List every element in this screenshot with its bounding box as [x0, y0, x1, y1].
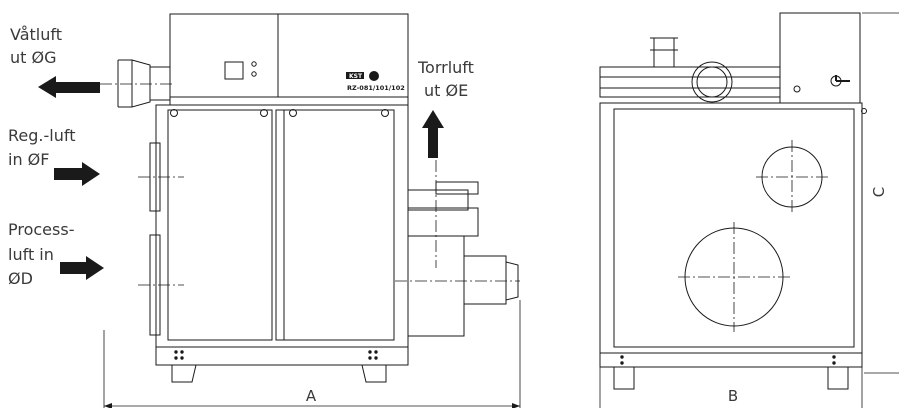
- wet-air-out-arrow-icon: [38, 76, 100, 98]
- top-outlet: [653, 37, 675, 68]
- blower-section: [407, 181, 519, 337]
- screw-icon: [381, 109, 389, 117]
- dimension-a-label: A: [306, 387, 317, 405]
- dimension-b-label: B: [728, 387, 738, 405]
- wet-air-label-line1: Våtluft: [10, 25, 62, 44]
- side-control-box: [779, 12, 861, 104]
- dimension-a: [103, 300, 521, 408]
- wet-air-outlet: [117, 59, 171, 108]
- model-plate: KST RZ-081/101/102: [346, 71, 405, 92]
- dry-air-out-arrow-icon: [422, 110, 444, 158]
- dry-air-label-line1: Torrluft: [418, 58, 474, 77]
- dimension-c: [862, 12, 899, 374]
- reg-air-label-line1: Reg.-luft: [8, 126, 76, 145]
- outlet-pipe: [691, 61, 733, 103]
- reg-air-in-arrow-icon: [54, 162, 100, 186]
- process-air-label-line1: Process-: [8, 220, 75, 239]
- model-plate-model: RZ-081/101/102: [347, 84, 405, 92]
- centre-lines: [100, 83, 520, 286]
- model-plate-brand: KST: [349, 73, 363, 80]
- indicator-led-icon: [251, 61, 257, 67]
- reg-air-label-line2: in ØF: [8, 150, 50, 169]
- foot: [171, 364, 197, 383]
- control-display: [224, 61, 244, 80]
- foot: [361, 364, 387, 383]
- indicator-led-icon: [251, 71, 257, 77]
- dry-air-label-line2: ut ØE: [424, 81, 469, 100]
- screw-icon: [260, 109, 268, 117]
- dimension-c-label: C: [870, 187, 888, 197]
- indicator-icon: [793, 85, 801, 93]
- dimension-b: [599, 360, 863, 408]
- process-air-label-line2: luft in: [8, 245, 54, 264]
- front-view: KST RZ-081/101/102: [38, 13, 521, 408]
- foot: [827, 366, 849, 390]
- base-frame: [155, 346, 409, 366]
- screw-icon: [289, 109, 297, 117]
- process-air-in-arrow-icon: [60, 256, 104, 280]
- wet-air-label-line2: ut ØG: [10, 48, 57, 67]
- screw-icon: [170, 109, 178, 117]
- foot: [613, 366, 635, 390]
- side-view: B C: [599, 12, 899, 408]
- unit-body: [155, 104, 409, 348]
- process-air-label-line3: ØD: [8, 269, 33, 288]
